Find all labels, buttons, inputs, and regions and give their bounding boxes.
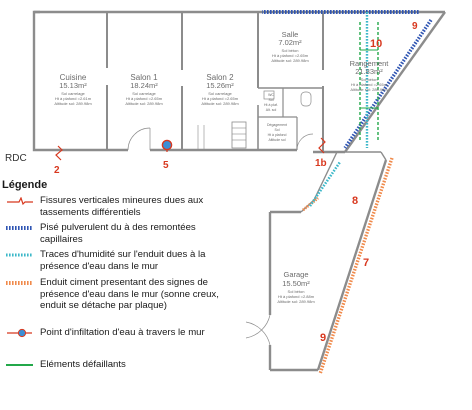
crack-2 <box>55 145 63 161</box>
room-line-garage-1: Sol béton <box>288 289 305 294</box>
room-labels: Cuisine 15.13m² Sol carrelage Ht à plafo… <box>54 30 389 304</box>
marker-8: 8 <box>352 195 358 207</box>
legend-text-defaillants: Eléments défaillants <box>40 359 126 370</box>
wc-label-2: Sol <box>268 98 273 102</box>
cyan-hatch-icon <box>6 253 33 257</box>
marker-5: 5 <box>163 160 169 171</box>
orange-hatch-icon <box>6 281 33 285</box>
pise-band-top <box>262 10 420 14</box>
room-name-cuisine: Cuisine <box>60 73 87 82</box>
wc-label-4: Alt. sol <box>266 108 277 112</box>
level-label: RDC <box>5 153 27 164</box>
marker-2: 2 <box>54 165 60 176</box>
room-line-cuisine-1: Sol carrelage <box>61 91 85 96</box>
legend: Légende Fissures verticales mineures due… <box>2 179 302 370</box>
crack-1b <box>318 137 326 154</box>
wc-label-3: Ht à plaf. <box>264 103 278 107</box>
pathology-markers: 2 5 1b 7 8 9 9 10 <box>54 21 418 344</box>
room-line-rangement-2: Ht à plafond =2.65m <box>351 82 388 87</box>
legend-text-pise: Pisé pulverulent du à des remontées capi… <box>40 222 196 245</box>
room-line-salon2-3: Altitude sol: 289.98m <box>201 101 239 106</box>
room-line-rangement-1: Sol béton <box>361 77 378 82</box>
render-band-garage <box>318 157 394 375</box>
room-area-salle: 7.02m² <box>278 38 302 47</box>
room-name-rangement: Rangement <box>350 59 390 68</box>
pathology-markings <box>55 10 433 375</box>
room-area-garage: 15.50m² <box>282 279 310 288</box>
room-line-garage-2: Ht à plafond =2.88m <box>278 294 315 299</box>
crack-icon <box>7 197 33 205</box>
house-walls <box>32 10 446 154</box>
room-area-salon2: 15.26m² <box>206 81 234 90</box>
room-name-garage: Garage <box>283 270 308 279</box>
room-area-rangement: 21.83m² <box>355 67 383 76</box>
room-name-salon2: Salon 2 <box>206 73 234 82</box>
room-line-salon2-2: Ht à plafond =2.65m <box>202 96 239 101</box>
room-line-salon1-1: Sol carrelage <box>132 91 156 96</box>
room-line-salle-3: Altitude sol: 289.98m <box>271 58 309 63</box>
room-line-garage-3: Altitude sol: 289.98m <box>277 299 315 304</box>
green-line-icon <box>6 364 33 366</box>
room-line-salon1-2: Ht à plafond =2.65m <box>126 96 163 101</box>
degagement-label-1: Dégagement <box>267 123 287 127</box>
legend-text-infiltration: Point d'infiltation d'eau à travers le m… <box>40 327 205 338</box>
room-area-salon1: 18.24m² <box>130 81 158 90</box>
room-line-salle-1: Sol béton <box>282 48 299 53</box>
room-line-salle-2: Ht à plafond =2.65m <box>272 53 309 58</box>
render-band-corridor <box>302 196 319 212</box>
room-name-salle: Salle <box>282 30 299 39</box>
wc-label-1: WC <box>268 93 274 97</box>
degagement-label-4: Altitude sol <box>268 138 285 142</box>
marker-9-top: 9 <box>412 21 418 32</box>
marker-1b: 1b <box>315 158 327 169</box>
marker-10: 10 <box>370 38 382 50</box>
room-line-cuisine-3: Altitude sol: 289.98m <box>54 101 92 106</box>
infiltration-icon <box>7 328 32 338</box>
degagement-label-3: Ht à plafond <box>268 133 287 137</box>
blue-hatch-icon <box>6 226 33 230</box>
infiltration-point <box>161 139 173 151</box>
room-line-salon2-1: Sol carrelage <box>208 91 232 96</box>
room-line-rangement-3: Altitude sol: 289.98m <box>350 87 388 92</box>
room-name-salon1: Salon 1 <box>130 73 158 82</box>
room-line-salon1-3: Altitude sol: 289.98m <box>125 101 163 106</box>
legend-text-fissures: Fissures verticales mineures dues aux ta… <box>40 195 204 218</box>
degagement-label-2: Sol <box>274 128 279 132</box>
room-area-cuisine: 15.13m² <box>59 81 87 90</box>
legend-text-humidite: Traces d'humidité sur l'enduit dues à la… <box>40 249 206 272</box>
legend-text-enduit: Enduit ciment presentant des signes de p… <box>40 277 219 312</box>
marker-9-garage: 9 <box>320 332 326 344</box>
marker-7: 7 <box>363 257 369 269</box>
room-line-cuisine-2: Ht à plafond =2.61m <box>55 96 92 101</box>
legend-title: Légende <box>2 179 48 191</box>
